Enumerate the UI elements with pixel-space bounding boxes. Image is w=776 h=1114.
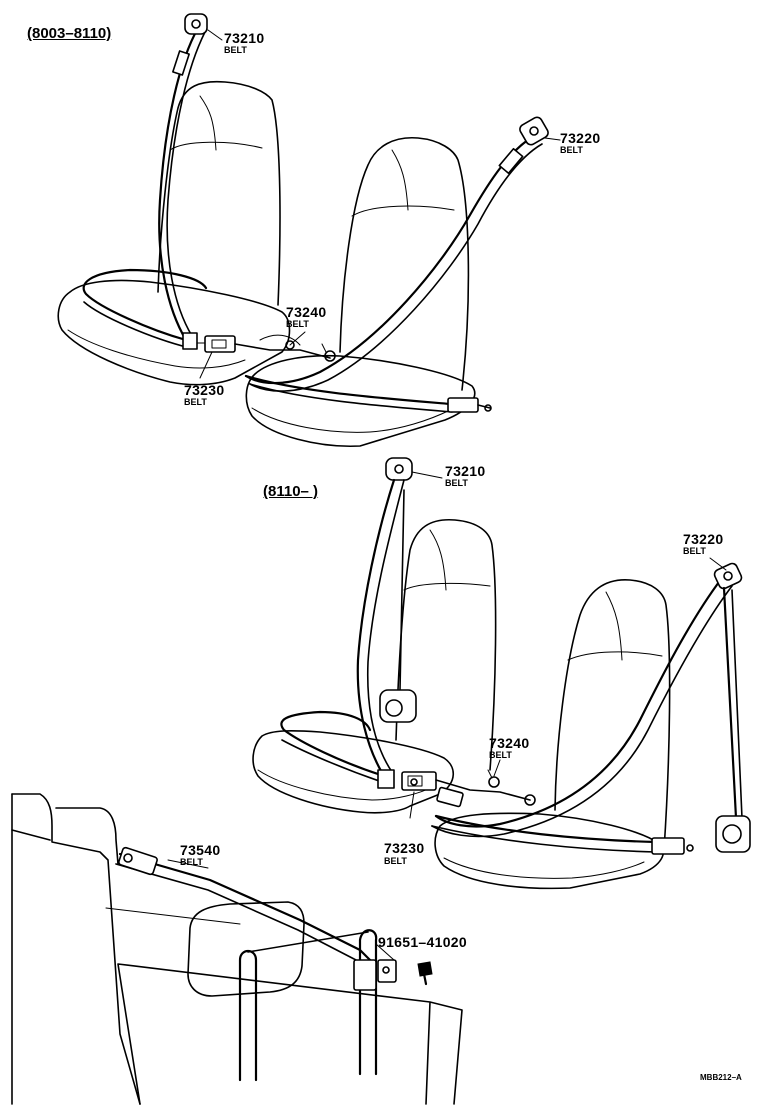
mid-retractor-73220: [715, 815, 751, 853]
group-2-range: (8110– ): [263, 483, 319, 500]
part-number-73240: 73240: [286, 304, 327, 320]
mid-anchor-73220-floor: [651, 837, 685, 855]
mid-anchor-73210-top: [385, 457, 413, 481]
belt-73210-upper: [158, 26, 200, 342]
part-desc-73210: BELT: [224, 45, 247, 55]
right-seat-back: [339, 136, 470, 391]
group-1-range: (8003–8110): [27, 25, 112, 42]
drawing-code: MBB212–A: [700, 1073, 742, 1082]
left-seat-back: [157, 80, 281, 306]
part-number-91651-41020: 91651–41020: [378, 934, 467, 950]
belt-73220-upper: [244, 134, 536, 385]
part-number-73220: 73220: [560, 130, 601, 146]
mid-part-desc-73220: BELT: [683, 546, 706, 556]
bolt-91651-41020: [417, 961, 433, 977]
mid-part-desc-73240: BELT: [489, 750, 512, 760]
mid-belt-73220-pillar: [722, 586, 738, 820]
mid-part-number-73240: 73240: [489, 735, 530, 751]
mid-part-desc-73210: BELT: [445, 478, 468, 488]
belt-73210-plate: [182, 332, 198, 350]
mid-anchor-73220-top: [713, 562, 743, 590]
mid-buckle-73240-stalk: [435, 779, 531, 801]
part-desc-73540: BELT: [180, 857, 203, 867]
mid-belt-73220-upper: [434, 576, 724, 828]
part-number-73230: 73230: [184, 382, 225, 398]
bottom-assembly-drawing: [11, 793, 463, 1105]
middle-assembly-drawing: [252, 457, 751, 890]
mid-part-number-73220: 73220: [683, 531, 724, 547]
rear-headrest: [187, 901, 305, 997]
mid-belt-73210-upper: [356, 478, 396, 778]
bracket-73540: [353, 959, 377, 991]
roll-bar: [238, 949, 258, 1082]
mid-part-desc-73230: BELT: [384, 856, 407, 866]
mid-belt-73220-lap: [434, 814, 658, 844]
belt-73540-plate: [118, 846, 158, 876]
top-assembly-drawing: [57, 13, 561, 448]
belt-73540: [118, 852, 374, 964]
part-desc-73220: BELT: [560, 145, 583, 155]
part-number-73540: 73540: [180, 842, 221, 858]
part-number-73210: 73210: [224, 30, 265, 46]
mid-buckle-73230: [401, 771, 437, 791]
mid-retractor-73210: [379, 689, 417, 723]
mid-right-seat-cushion: [434, 812, 665, 890]
anchor-73210-top: [184, 13, 208, 35]
mid-right-seat-back: [554, 579, 671, 851]
belt-73210-lap: [82, 268, 208, 342]
mid-part-number-73210: 73210: [445, 463, 486, 479]
part-desc-73230: BELT: [184, 397, 207, 407]
mid-left-seat-back: [395, 518, 497, 771]
anchor-73220-floor: [447, 397, 479, 413]
mid-belt-73210-lap: [280, 710, 386, 778]
left-seat-cushion: [57, 279, 291, 386]
anchor-73220-top: [519, 116, 549, 146]
belt-73220-lap: [244, 374, 452, 406]
cab-wall: [11, 793, 141, 1105]
bed-floor: [117, 963, 463, 1105]
mid-belt-73210-plate: [377, 769, 395, 789]
part-desc-73240: BELT: [286, 319, 309, 329]
buckle-73240-stalk: [234, 343, 331, 359]
mid-part-number-73230: 73230: [384, 840, 425, 856]
buckle-73230: [204, 335, 236, 353]
